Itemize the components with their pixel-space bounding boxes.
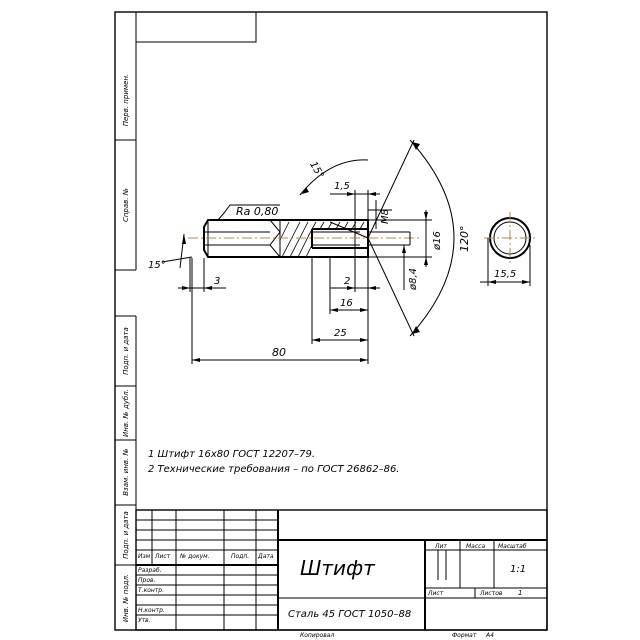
row-nkontr: Н.контр. bbox=[138, 607, 165, 614]
thread-dimension: М8 bbox=[368, 200, 392, 229]
side-labels: Перв. примен. Справ. № Подп. и дата Инв.… bbox=[122, 74, 130, 622]
footer: Копировал Формат А4 bbox=[300, 632, 494, 639]
row-razrab: Разраб. bbox=[138, 567, 162, 574]
section-hatching bbox=[279, 220, 368, 258]
dia-8-4-dimension: ø8,4 bbox=[402, 232, 419, 291]
col-doc: № докум. bbox=[179, 553, 210, 560]
dim-2-label: 2 bbox=[344, 276, 350, 287]
end-view: 15,5 bbox=[480, 212, 536, 286]
dimension-25: 25 bbox=[311, 258, 368, 344]
width-15-5-label: 15,5 bbox=[494, 269, 516, 280]
side-label-inv-dubl: Инв. № дубл. bbox=[122, 389, 130, 437]
top-corner-box bbox=[135, 11, 257, 43]
part-main-view bbox=[188, 219, 420, 258]
countersink-angle-label: 15° bbox=[307, 160, 325, 181]
listov-value: 1 bbox=[518, 589, 522, 597]
dim-16-label: 16 bbox=[340, 298, 353, 309]
technical-notes: 1 Штифт 16х80 ГОСТ 12207–79. 2 Техническ… bbox=[148, 447, 400, 477]
side-label-sprav: Справ. № bbox=[122, 188, 130, 222]
chamfer-angle-label: 15° bbox=[148, 260, 166, 271]
side-label-podp1: Подп. и дата bbox=[122, 327, 130, 375]
lit-label: Лит bbox=[434, 543, 447, 550]
dim-80-label: 80 bbox=[272, 346, 286, 359]
dimension-16: 16 bbox=[329, 258, 368, 314]
dia-16-dimension: ø16 bbox=[368, 210, 443, 267]
listov-label: Листов bbox=[479, 590, 503, 597]
dimension-2: 2 bbox=[330, 249, 380, 292]
angle-120-dimension: 120° bbox=[367, 139, 471, 337]
kopiroval-label: Копировал bbox=[300, 632, 334, 639]
format-label: Формат bbox=[452, 632, 477, 639]
format-value: А4 bbox=[485, 632, 494, 639]
note-2: 2 Технические требования – по ГОСТ 26862… bbox=[148, 464, 400, 475]
roughness-mark: Ra 0,80 bbox=[217, 204, 280, 221]
angle-120-label: 120° bbox=[458, 226, 471, 253]
title-block: Изм Лист № докум. Подп. Дата Разраб. Про… bbox=[135, 509, 548, 631]
col-podp: Подп. bbox=[231, 553, 249, 560]
row-tkontr: Т.контр. bbox=[138, 587, 164, 594]
row-prov: Пров. bbox=[138, 577, 156, 584]
dimension-80: 80 bbox=[191, 258, 369, 364]
dimension-1-5: 1,5 bbox=[330, 181, 380, 228]
sheet-frame bbox=[114, 11, 548, 631]
chamfer-dimension: 15° bbox=[148, 233, 193, 271]
dia-8-4-label: ø8,4 bbox=[408, 268, 419, 291]
list-label: Лист bbox=[427, 590, 444, 597]
thread-label: М8 bbox=[380, 209, 391, 224]
col-list: Лист bbox=[154, 553, 171, 560]
part-title: Штифт bbox=[300, 556, 376, 580]
masshtab-label: Масштаб bbox=[498, 543, 527, 550]
dim-25-label: 25 bbox=[334, 328, 347, 339]
side-label-podp2: Подп. и дата bbox=[122, 511, 130, 559]
dim-3-label: 3 bbox=[214, 276, 220, 287]
dim-1-5-label: 1,5 bbox=[334, 181, 350, 192]
side-label-vzam: Взам. инв. № bbox=[122, 448, 130, 496]
side-label-perv: Перв. примен. bbox=[122, 74, 130, 127]
col-data: Дата bbox=[257, 553, 274, 560]
col-izm: Изм bbox=[138, 553, 151, 560]
roughness-label: Ra 0,80 bbox=[236, 205, 278, 218]
dia-16-label: ø16 bbox=[432, 231, 443, 251]
massa-label: Масса bbox=[466, 543, 485, 550]
side-label-inv-podl: Инв. № подл. bbox=[122, 574, 130, 622]
dimension-3: 3 bbox=[178, 258, 226, 292]
part-material: Сталь 45 ГОСТ 1050–88 bbox=[288, 609, 411, 620]
note-1: 1 Штифт 16х80 ГОСТ 12207–79. bbox=[148, 449, 316, 460]
row-utv: Утв. bbox=[138, 617, 151, 624]
scale-value: 1:1 bbox=[510, 564, 526, 575]
